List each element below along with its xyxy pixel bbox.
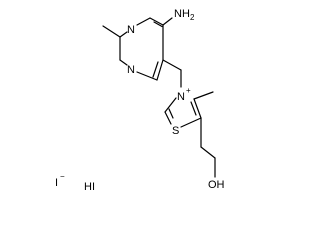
atom-label-n-left: N <box>127 64 135 76</box>
bond <box>153 21 163 28</box>
bond <box>119 59 128 66</box>
bond <box>102 25 121 38</box>
atom-label-n-plus: N <box>177 91 185 103</box>
bond <box>164 97 177 113</box>
bond <box>200 146 216 159</box>
counterion-iodide: I <box>55 177 58 189</box>
bond <box>162 59 182 71</box>
atom-label-sulfur: S <box>172 125 179 137</box>
bond <box>149 17 164 26</box>
bond <box>193 98 202 119</box>
bond <box>180 117 202 128</box>
counterion-iodide-charge: − <box>60 172 65 181</box>
chemical-structure: NH 2 N N N + S OH I − HI <box>55 8 225 193</box>
atom-label-nh2-subscript: 2 <box>190 13 195 22</box>
bond <box>193 91 214 100</box>
bond <box>168 108 174 119</box>
atom-label-hydroxyl: OH <box>208 179 225 191</box>
bond <box>136 17 151 26</box>
charge-plus: + <box>186 86 191 95</box>
bond-lines <box>102 17 216 178</box>
bond <box>152 61 159 78</box>
bond <box>164 111 172 125</box>
bond <box>190 101 197 116</box>
atom-label-n-top: N <box>127 24 135 36</box>
bond <box>136 71 158 81</box>
bond <box>156 59 164 81</box>
bond <box>162 17 173 26</box>
counterion-hi: HI <box>84 181 95 193</box>
bond <box>119 31 128 38</box>
atom-label-nh2: NH <box>174 8 190 20</box>
